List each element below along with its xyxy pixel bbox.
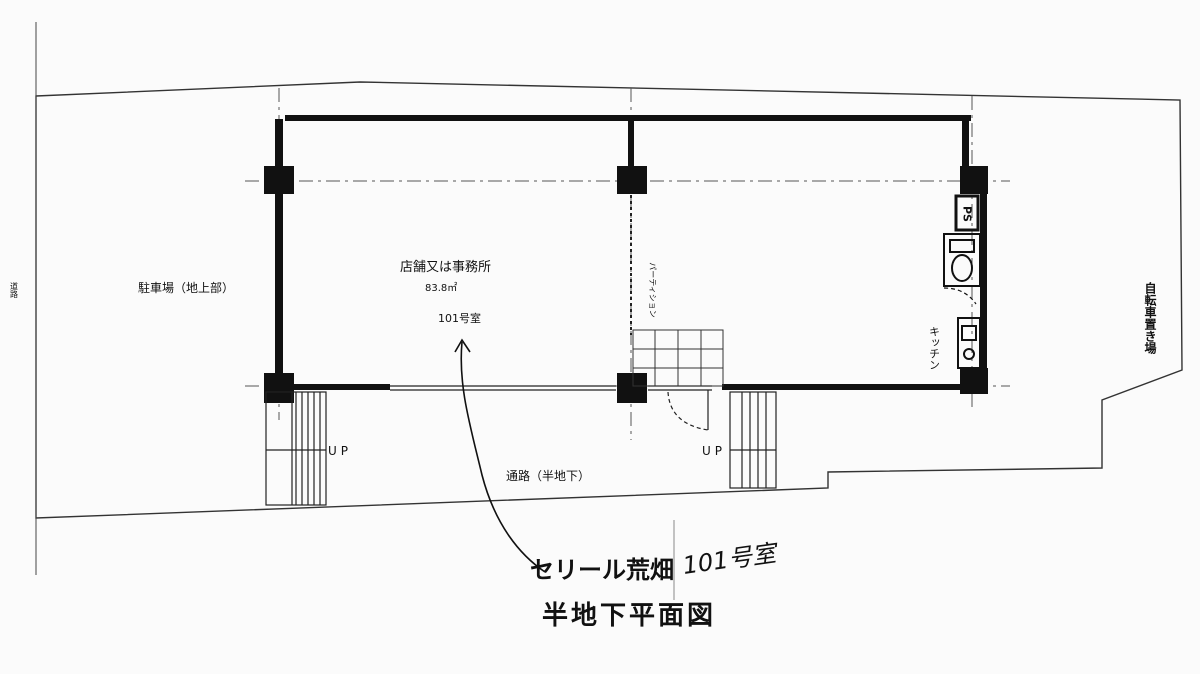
building-name-label: セリール荒畑 [530, 556, 674, 584]
door-swing [667, 390, 709, 431]
road-label: 道路 [10, 281, 19, 298]
pipe-space [954, 194, 980, 232]
partition-label: パーティション [648, 262, 657, 318]
up-label-left: UP [328, 444, 352, 458]
kitchen-label: キッチン [928, 326, 941, 370]
stairs-left [265, 391, 327, 506]
stairs-right [729, 391, 777, 489]
pointer-arrow [454, 338, 546, 573]
ps-label: PS [961, 206, 974, 222]
toilet [943, 233, 981, 305]
lot-boundary [35, 81, 1183, 519]
storefront-glazing [390, 385, 712, 391]
entry-tile-grid [632, 329, 724, 387]
structural-columns [264, 166, 988, 403]
bicycle-parking-label: 自転車置き場 [1143, 281, 1157, 355]
drawing-title: 半地下平面図 [542, 601, 716, 631]
handwritten-room-number: 101号室 [681, 539, 781, 580]
parking-label: 駐車場（地上部） [138, 280, 234, 295]
kitchen-counter [957, 317, 981, 369]
room-area-label: 83.8㎡ [425, 282, 457, 294]
building-walls [275, 115, 987, 392]
passage-label: 通路（半地下） [506, 468, 590, 483]
up-label-right: UP [702, 444, 726, 458]
room-number-label: 101号室 [438, 311, 481, 325]
room-use-label: 店舗又は事務所 [400, 260, 491, 275]
